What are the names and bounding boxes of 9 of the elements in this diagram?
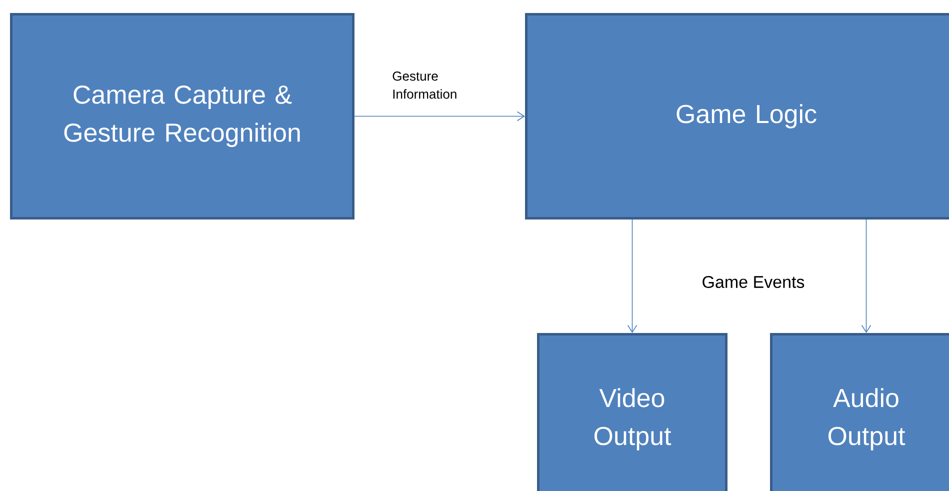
annotation-text: Game Events	[702, 276, 804, 288]
arrow	[627, 219, 638, 333]
process-box: Video Output	[537, 333, 728, 491]
edge-label: Gesture Information	[392, 72, 456, 99]
process-box: Camera Capture & Gesture Recognition	[10, 13, 354, 220]
process-box: Audio Output	[770, 333, 949, 491]
arrow	[861, 219, 872, 333]
arrow	[354, 111, 525, 122]
process-box: Game Logic	[525, 13, 949, 220]
